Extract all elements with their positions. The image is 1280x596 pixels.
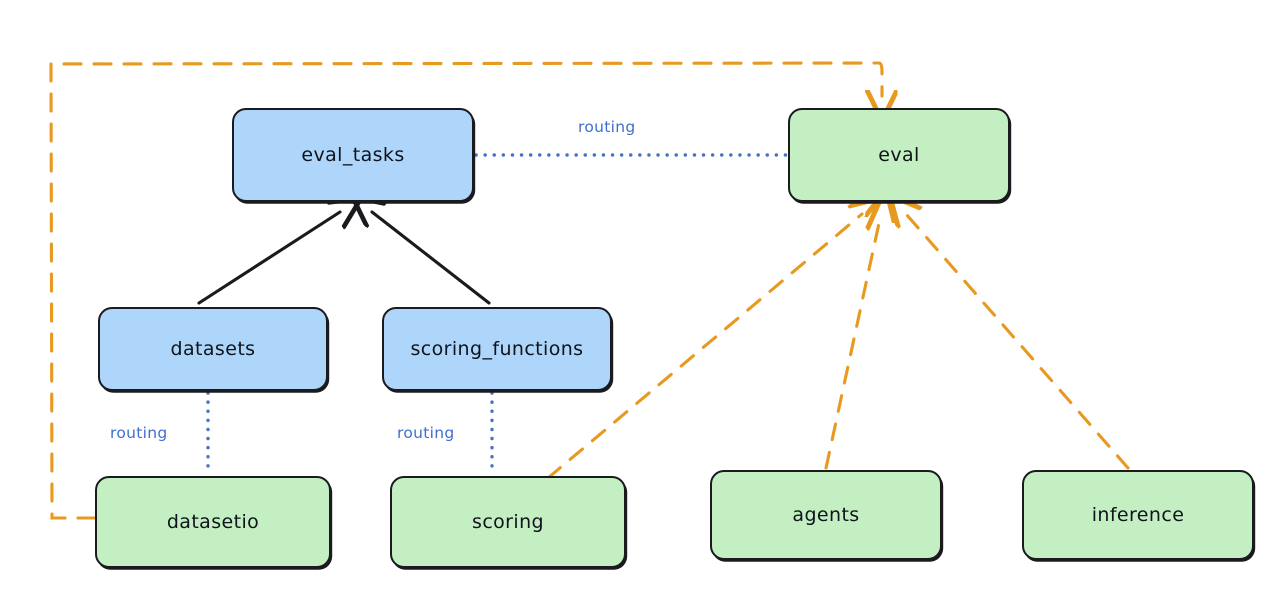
node-eval[interactable]: eval [788,108,1010,202]
edge-inference-to-eval [906,214,1130,470]
node-agents[interactable]: agents [710,470,942,560]
node-datasets[interactable]: datasets [98,307,328,391]
node-label-eval-tasks: eval_tasks [301,144,405,166]
node-label-datasetio: datasetio [166,511,260,533]
edge-agents-to-eval [824,214,881,470]
node-label-agents: agents [792,504,860,526]
edge-label-routing-eval-tasks-eval: routing [578,118,636,136]
edge-label-routing-scoring-functions-scoring: routing [397,424,455,442]
node-label-datasets: datasets [170,338,256,360]
node-label-scoring: scoring [472,511,544,533]
edge-datasets-to-eval_tasks [197,212,340,305]
node-inference[interactable]: inference [1022,470,1254,560]
node-label-eval: eval [878,144,920,166]
node-eval-tasks[interactable]: eval_tasks [232,108,474,202]
node-scoring[interactable]: scoring [390,476,626,568]
edge-scoring_functions-to-eval_tasks [372,212,491,305]
node-label-scoring-functions: scoring_functions [410,338,584,360]
edge-label-routing-datasets-datasetio: routing [110,424,168,442]
node-datasetio[interactable]: datasetio [95,476,331,568]
node-label-inference: inference [1091,504,1185,526]
node-scoring-functions[interactable]: scoring_functions [382,307,612,391]
